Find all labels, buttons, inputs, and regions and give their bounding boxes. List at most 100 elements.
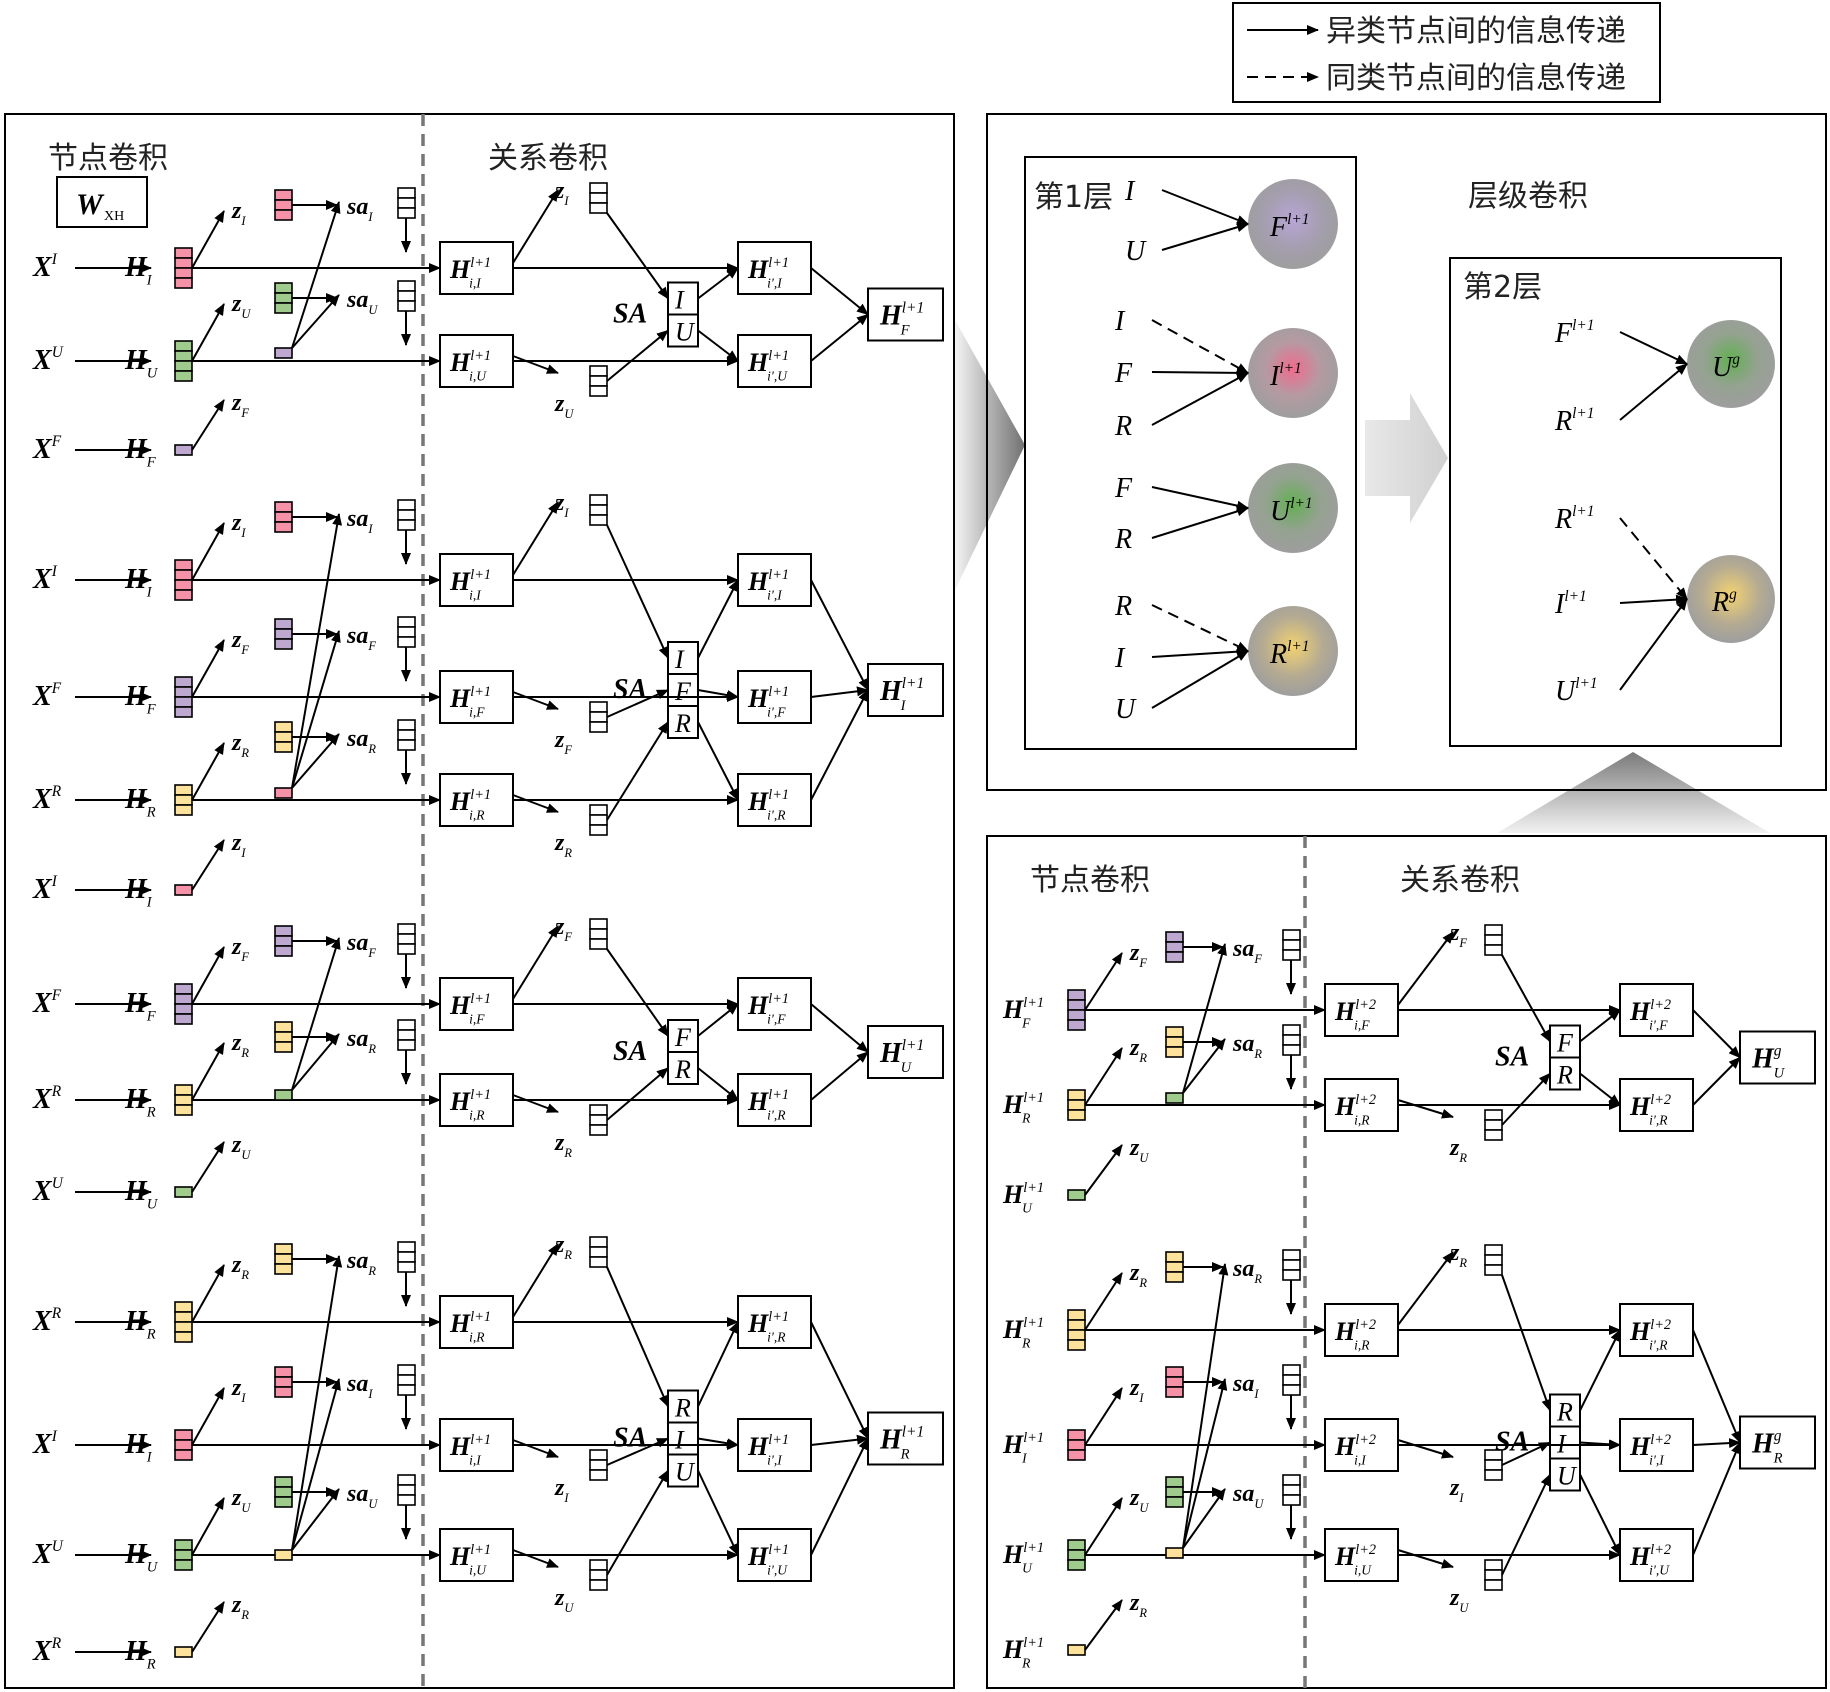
out-to-final-arrow: [810, 267, 869, 316]
vector-cell: [174, 884, 193, 896]
vector-cell: [274, 1243, 293, 1255]
vector-cell: [274, 1549, 293, 1561]
flow-arrow-right: [955, 320, 1025, 590]
sa-I-vector: [397, 1364, 416, 1396]
vector-cell: [174, 277, 193, 289]
z-I-vector: [1165, 1366, 1184, 1398]
vector-cell: [274, 925, 293, 937]
H-F-vector: [174, 983, 193, 1025]
vector-cell: [397, 519, 416, 531]
vector-cell: [174, 1094, 193, 1106]
vector-cell: [397, 1494, 416, 1506]
sa-R-label: saR: [1232, 1031, 1262, 1061]
vector-cell: [174, 696, 193, 708]
sa-to-out-arrow: [697, 267, 739, 300]
vector-cell: [1282, 1374, 1301, 1386]
layer1-node-R: [1248, 606, 1338, 696]
extra-to-sa-arrow: [291, 733, 340, 789]
vector-cell: [589, 494, 608, 506]
vector-cell: [174, 1549, 193, 1561]
layer1-solid-edge: [1151, 367, 1249, 378]
layer2-solid-edge: [1619, 363, 1688, 421]
vector-cell: [274, 618, 293, 630]
h-to-z-arrow: [191, 1141, 225, 1193]
vector-cell: [1282, 929, 1301, 941]
right-rel-conv-title: 关系卷积: [1400, 863, 1520, 898]
H-I-label: HI: [124, 874, 153, 910]
vector-cell: [274, 945, 293, 957]
sa-U-vector: [397, 1474, 416, 1506]
z-I-vector: [274, 189, 293, 221]
z-R-vector: [1165, 1251, 1184, 1283]
vector-cell: [174, 444, 193, 456]
vector-cell: [274, 1496, 293, 1508]
rel-to-z-arrow: [512, 925, 559, 1000]
vector-cell: [274, 638, 293, 650]
layer1-solid-edge: [1151, 486, 1249, 511]
layer2-input-I-label: Il+1: [1554, 588, 1587, 620]
H-R-vector: [174, 1301, 193, 1343]
out-to-final-arrow: [1692, 1056, 1741, 1106]
vector-cell: [397, 1374, 416, 1386]
layer2-input-R-label: Rl+1: [1554, 503, 1594, 535]
vector-cell: [174, 350, 193, 362]
rel-to-z-arrow: [512, 189, 559, 264]
vector-cell: [174, 559, 193, 571]
vector-cell: [397, 1474, 416, 1486]
z-U-label: zU: [231, 1485, 251, 1515]
rel-z-I-label: zI: [554, 1475, 569, 1505]
sa-to-out-arrow: [697, 579, 739, 659]
sa-I-label: saI: [346, 506, 373, 536]
sa-F-label: saF: [1232, 936, 1262, 966]
rel-z-I-label: zI: [554, 178, 569, 208]
layer1-node-I: [1248, 328, 1338, 418]
vector-cell: [1484, 934, 1503, 946]
sa-to-out-arrow: [697, 1067, 739, 1101]
z-to-sa-arrow: [606, 329, 669, 382]
rel-to-z-arrow: [1397, 1549, 1454, 1569]
sa-to-out-arrow: [697, 689, 739, 701]
layer1-node-U-label: Ul+1: [1270, 495, 1313, 527]
vector-cell: [1165, 1261, 1184, 1273]
vector-cell: [274, 628, 293, 640]
sa-F-vector: [1282, 929, 1301, 961]
sa-cell-U-label: U: [675, 318, 696, 347]
vector-cell: [1484, 1254, 1503, 1266]
extra-to-sa-arrow: [291, 513, 343, 789]
out-to-final-arrow: [810, 313, 869, 362]
vector-cell: [1484, 1264, 1503, 1276]
vector-cell: [274, 721, 293, 733]
H-I-label: HI: [124, 252, 153, 288]
input-X-I-label: XI: [32, 1428, 58, 1460]
vector-cell: [174, 706, 193, 718]
z-I-label: zI: [231, 1375, 246, 1405]
legend-solid-label: 异类节点间的信息传递: [1326, 14, 1626, 49]
layer1-node-F-label: Fl+1: [1269, 211, 1309, 243]
vector-cell: [1067, 1449, 1086, 1461]
vector-cell: [589, 385, 608, 397]
vector-cell: [274, 511, 293, 523]
z-to-sa-arrow: [606, 1266, 669, 1408]
rel-z-U-vector: [589, 365, 608, 397]
vector-cell: [1067, 1109, 1086, 1121]
layer2-solid-edge: [1619, 594, 1688, 605]
vector-cell: [1282, 1494, 1301, 1506]
input-X-U-label: XU: [32, 1538, 64, 1570]
left-rel-conv-title: 关系卷积: [488, 141, 608, 176]
z-I-vector: [274, 1366, 293, 1398]
vector-cell: [174, 676, 193, 688]
layer1-node-U: [1248, 463, 1338, 553]
sa-to-out-arrow: [697, 1470, 739, 1556]
z-I-label: zI: [231, 198, 246, 228]
vector-cell: [1484, 1579, 1503, 1591]
sa-I-vector: [1282, 1364, 1301, 1396]
